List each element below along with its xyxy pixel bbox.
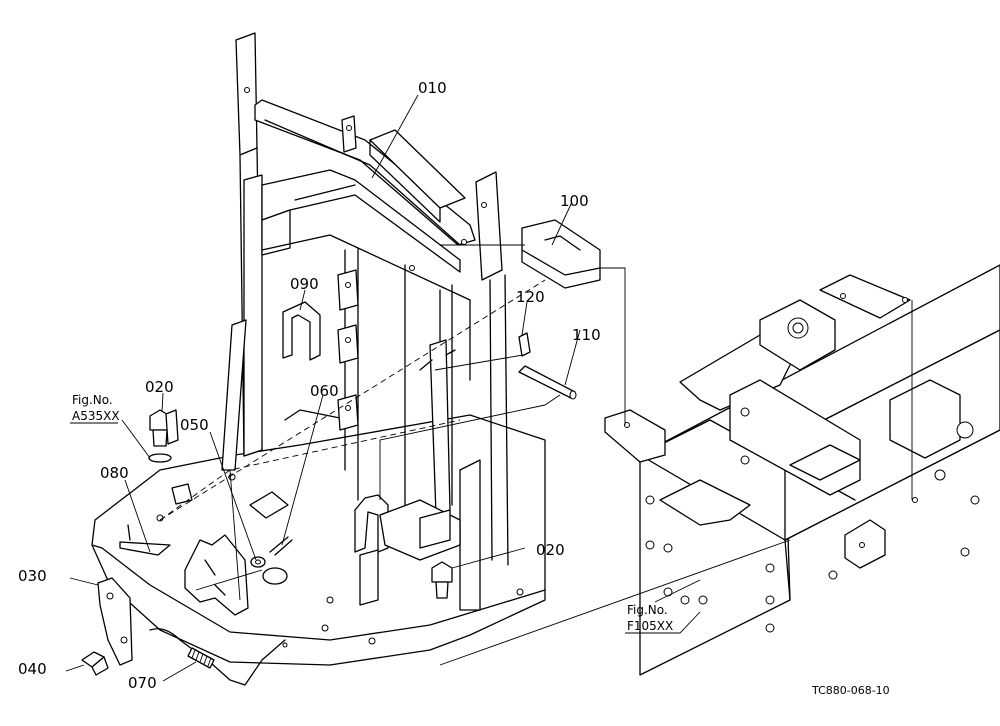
seat-latch-bracket [354,494,461,606]
callout-060: 060 [310,382,339,400]
callout-110: 110 [572,326,601,344]
chassis-frame [604,264,1000,676]
callout-120: 120 [516,288,545,306]
part-100-cushion [521,219,601,289]
floor-plate [91,414,546,666]
part-090-clip [282,301,321,361]
left-fig-label: Fig.No. [72,393,113,407]
part-120-pin [518,332,531,357]
callout-100: 100 [560,192,589,210]
part-070-spring [149,628,286,686]
part-030-lock-plate [97,577,133,666]
part-080-plate [119,524,171,556]
part-050-lock-lever [184,534,266,616]
right-fig-code: F105XX [627,619,673,633]
part-110-rod [518,365,577,400]
part-040-pin [81,651,109,676]
right-fig-label: Fig.No. [627,603,668,617]
callout-010: 010 [418,79,447,97]
part-020-bolt-left [148,409,179,463]
callout-090: 090 [290,275,319,293]
seat-frame-010 [221,32,509,611]
drawing-code: TC880-068-10 [811,684,890,697]
callout-020-left: 020 [145,378,174,396]
callout-020-right: 020 [536,541,565,559]
callout-080: 080 [100,464,129,482]
part-060-cotter-pin [262,536,293,585]
callout-040: 040 [18,660,47,678]
callout-070: 070 [128,674,157,692]
left-fig-code: A535XX [72,409,120,423]
part-020-bolt-right [431,561,453,599]
leader-lines [65,94,701,682]
callout-050: 050 [180,416,209,434]
callout-030: 030 [18,567,47,585]
